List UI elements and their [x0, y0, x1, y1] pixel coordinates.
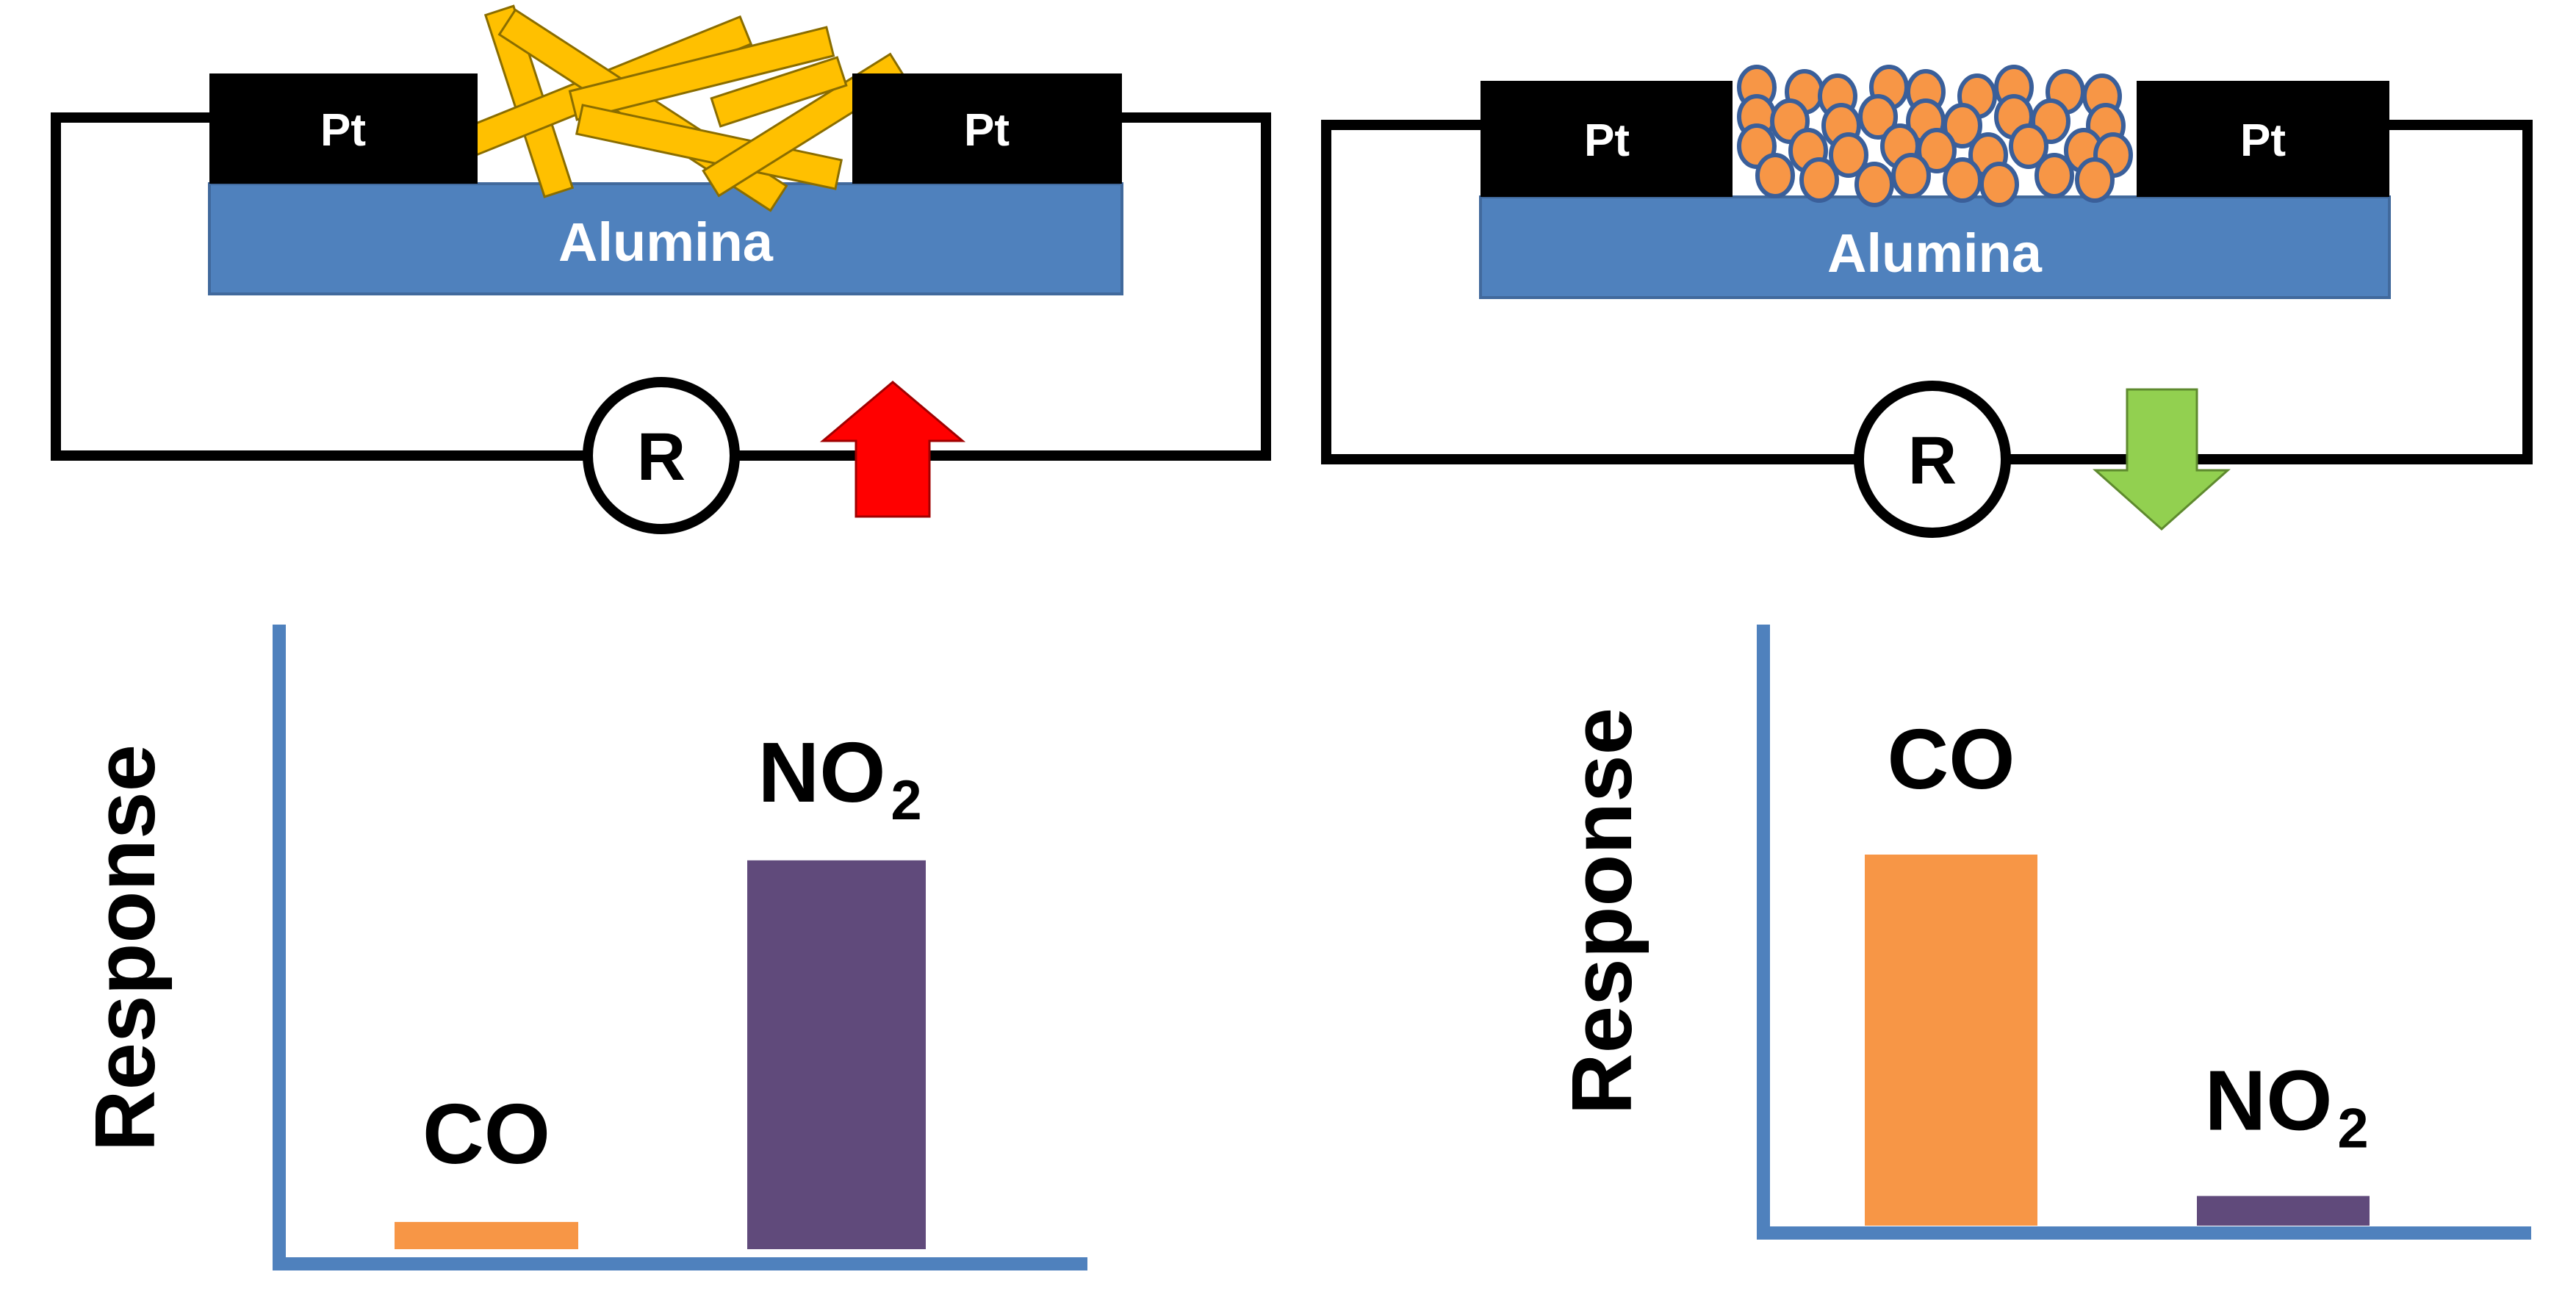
right-alumina-substrate: [1479, 195, 2391, 299]
arrow-down-icon: [2093, 388, 2231, 531]
left-chart-axes: [273, 625, 1087, 1270]
nanorod: [568, 26, 835, 121]
right-sensor-circuit: Alumina Pt Pt R: [1321, 65, 2533, 538]
bar-co: [1865, 855, 2037, 1226]
bar-label-subscript: 2: [2337, 1098, 2368, 1160]
right-resistor-circle: [1854, 381, 2011, 538]
right-chart-ylabel: Response: [1554, 708, 1649, 1115]
left-chart-ylabel: Response: [77, 744, 173, 1151]
right-electrode-right: [2137, 81, 2389, 197]
left-resistor: R: [583, 377, 740, 534]
bar-label-subscript: 2: [891, 769, 921, 832]
right-chart-axes: [1757, 625, 2531, 1240]
left-alumina-label: Alumina: [558, 212, 774, 273]
left-electrode-left: [209, 73, 478, 184]
bar-label-no2: NO: [758, 725, 886, 820]
left-nanorods: [452, 4, 907, 212]
left-electrode-left-label: Pt: [320, 105, 366, 156]
nanoparticle: [1943, 103, 1982, 148]
bar-label-co: CO: [422, 1086, 550, 1182]
nanoparticle: [2034, 153, 2074, 198]
bar-label-no2: NO: [2205, 1053, 2333, 1149]
nanoparticle: [1858, 94, 1898, 140]
nanoparticle: [1854, 162, 1894, 207]
bar-label-co: CO: [1888, 711, 2015, 807]
right-electrode-right-label: Pt: [2240, 115, 2286, 166]
nanoparticle: [1979, 162, 2019, 207]
nanorod: [575, 104, 843, 190]
bar-no2: [747, 860, 926, 1249]
right-nanoparticles: [1737, 65, 2133, 207]
nanorod: [710, 56, 848, 128]
left-electrode-right-label: Pt: [964, 105, 1010, 156]
right-circuit-wire: [1321, 120, 2533, 464]
arrow-up-icon: [819, 381, 966, 518]
left-sensor-circuit: Alumina Pt Pt R: [51, 4, 1271, 534]
bar-co: [395, 1221, 578, 1249]
right-electrode-left: [1481, 81, 1733, 197]
nanoparticle: [1891, 153, 1931, 198]
right-resistor-label: R: [1908, 423, 1957, 498]
nanoparticle: [1799, 157, 1839, 203]
nanoparticle: [1917, 128, 1957, 173]
nanoparticle: [1755, 153, 1795, 198]
nanoparticle: [1943, 157, 1982, 203]
right-resistor: R: [1854, 381, 2011, 538]
nanoparticle: [1829, 132, 1868, 178]
left-circuit-wire: [51, 112, 1271, 461]
right-alumina-label: Alumina: [1827, 223, 2043, 284]
nanoparticle: [2075, 157, 2115, 203]
nanoparticle: [2009, 123, 2048, 169]
left-resistor-label: R: [637, 420, 686, 495]
bar-no2: [2197, 1196, 2370, 1226]
right-electrode-left-label: Pt: [1584, 115, 1630, 166]
left-resistor-circle: [583, 377, 740, 534]
left-electrode-right: [852, 73, 1122, 184]
left-alumina-substrate: [208, 182, 1123, 295]
